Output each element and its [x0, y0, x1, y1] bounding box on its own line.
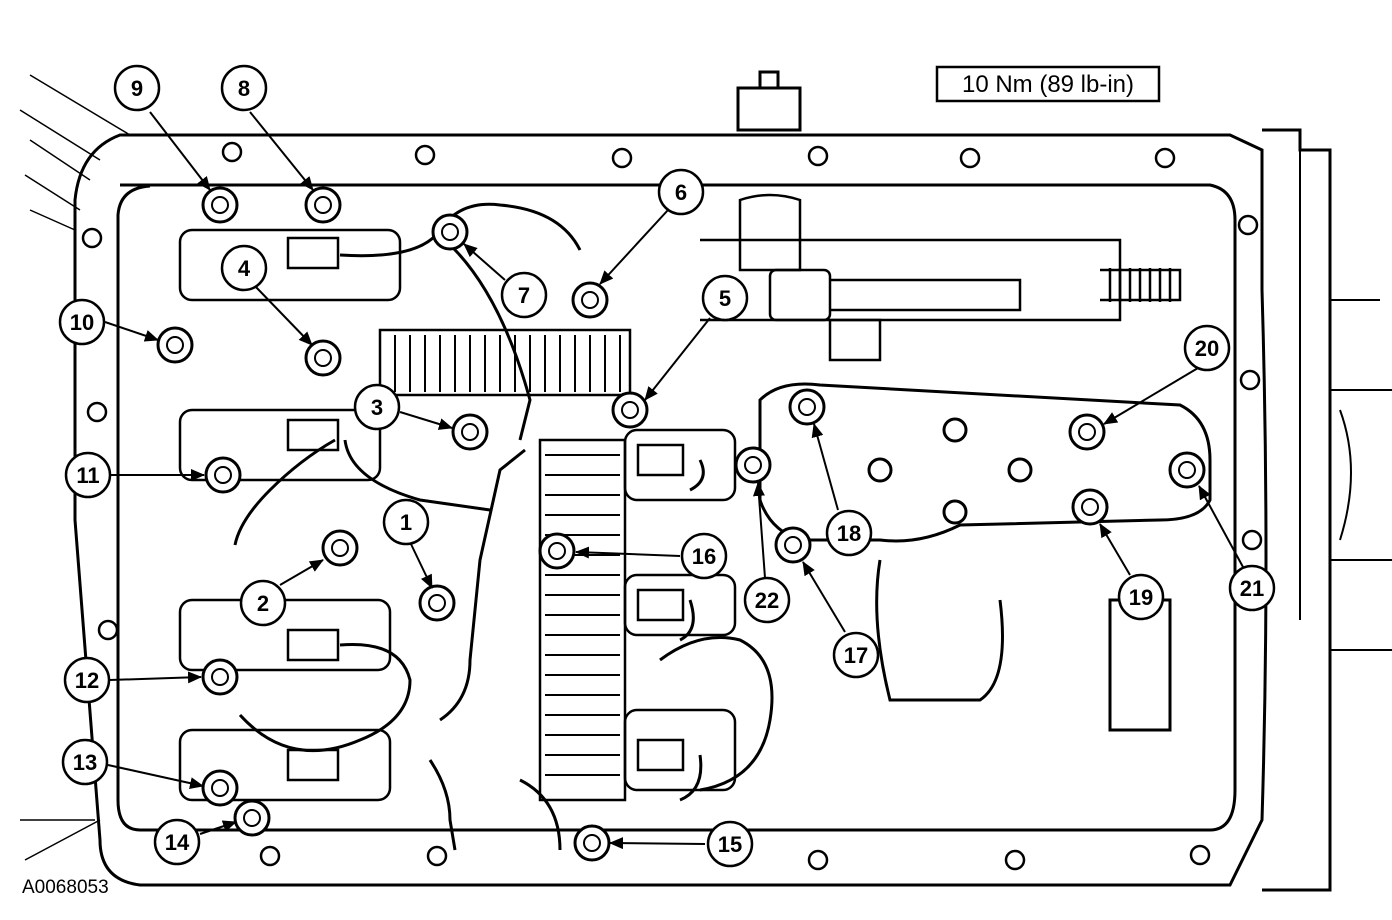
manual-valve-detent	[700, 193, 1182, 362]
svg-text:10: 10	[70, 310, 94, 335]
callout-18: 18	[825, 509, 873, 557]
callout-5: 5	[701, 274, 749, 322]
coil-ribs	[394, 335, 621, 776]
svg-text:11: 11	[76, 463, 99, 488]
svg-text:21: 21	[1240, 576, 1264, 601]
torque-spec-box: 10 Nm (89 lb-in)	[935, 65, 1161, 103]
svg-text:15: 15	[718, 832, 742, 857]
svg-text:3: 3	[371, 395, 383, 420]
svg-text:7: 7	[518, 283, 530, 308]
figure-id: A0068053	[22, 877, 109, 898]
svg-text:13: 13	[73, 750, 97, 775]
callout-22: 22	[743, 576, 791, 624]
callout-15: 15	[706, 820, 754, 868]
callout-8: 8	[220, 64, 268, 112]
transmission-case	[19, 70, 1392, 892]
svg-text:8: 8	[238, 76, 250, 101]
svg-text:12: 12	[75, 668, 99, 693]
svg-text:18: 18	[837, 521, 861, 546]
callout-6: 6	[657, 168, 705, 216]
leader-lines	[104, 111, 1244, 850]
svg-text:20: 20	[1195, 336, 1219, 361]
svg-text:14: 14	[165, 830, 190, 855]
svg-text:9: 9	[131, 76, 143, 101]
callout-7: 7	[500, 271, 548, 319]
callout-21: 21	[1228, 564, 1276, 612]
callout-3: 3	[353, 383, 401, 431]
callout-14: 14	[153, 818, 201, 866]
callout-2: 2	[239, 579, 287, 627]
callout-19: 19	[1117, 573, 1165, 621]
svg-text:17: 17	[844, 643, 868, 668]
svg-text:6: 6	[675, 180, 687, 205]
svg-text:5: 5	[719, 286, 731, 311]
callouts: 1 2 3 4 5 6 7 8 9 10 11 12 13 14 15 16 1…	[58, 64, 1276, 868]
callout-11: 11	[64, 451, 112, 499]
solenoid-bodies	[178, 228, 737, 802]
callout-13: 13	[61, 738, 109, 786]
callout-1: 1	[382, 498, 430, 546]
svg-text:1: 1	[400, 510, 412, 535]
bolts	[156, 186, 1206, 862]
callout-16: 16	[680, 532, 728, 580]
svg-text:16: 16	[692, 544, 716, 569]
svg-text:4: 4	[238, 256, 251, 281]
callout-9: 9	[113, 64, 161, 112]
svg-text:19: 19	[1129, 585, 1153, 610]
bolt	[156, 186, 1206, 862]
wiring-harness	[233, 202, 705, 851]
callout-17: 17	[832, 631, 880, 679]
callout-12: 12	[63, 656, 111, 704]
flange-holes	[81, 141, 1263, 871]
callout-4: 4	[220, 244, 268, 292]
svg-text:2: 2	[257, 591, 269, 616]
callout-20: 20	[1183, 324, 1231, 372]
torque-spec-label: 10 Nm (89 lb-in)	[962, 71, 1134, 98]
callout-10: 10	[58, 298, 106, 346]
svg-text:22: 22	[755, 588, 779, 613]
